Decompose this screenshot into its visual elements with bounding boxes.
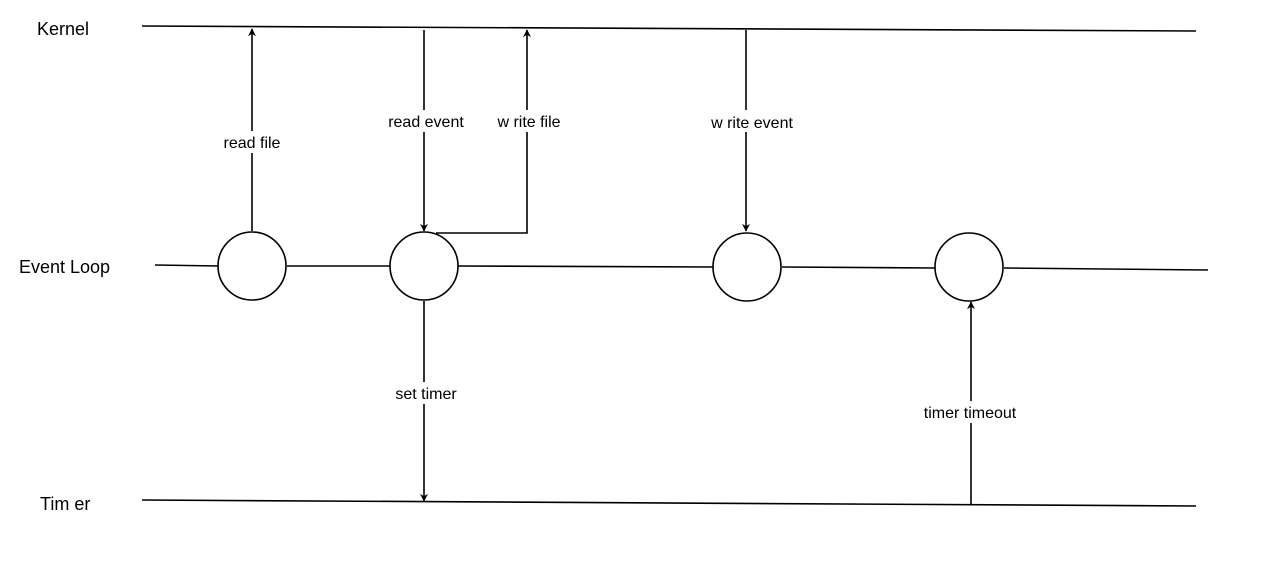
- event-loop-lane-line: [457, 265, 714, 268]
- event-loop-lane-line: [781, 266, 936, 269]
- kernel-lane-line: [141, 25, 1197, 32]
- lane-label-kernel: Kernel: [37, 19, 89, 39]
- timer-lane-line: [141, 499, 1197, 507]
- edge-write-file: [436, 29, 531, 234]
- edge-label-write-file: w rite file: [496, 114, 560, 131]
- lane-label-timer: Tim er: [40, 494, 90, 514]
- event-node-4: [934, 232, 1004, 302]
- edge-label-read-file: read file: [224, 135, 281, 152]
- edge-label-set-timer: set timer: [395, 386, 457, 403]
- lane-label-event-loop: Event Loop: [19, 257, 110, 277]
- event-node-1: [217, 231, 287, 301]
- event-loop-lane-line: [1003, 267, 1209, 271]
- event-loop-lane-line: [154, 264, 220, 267]
- edge-label-read-event: read event: [388, 114, 464, 131]
- event-node-3: [712, 232, 782, 302]
- edge-label-write-event: w rite event: [710, 115, 793, 132]
- event-node-2: [389, 231, 459, 301]
- edge-label-timer-timeout: timer timeout: [924, 405, 1017, 422]
